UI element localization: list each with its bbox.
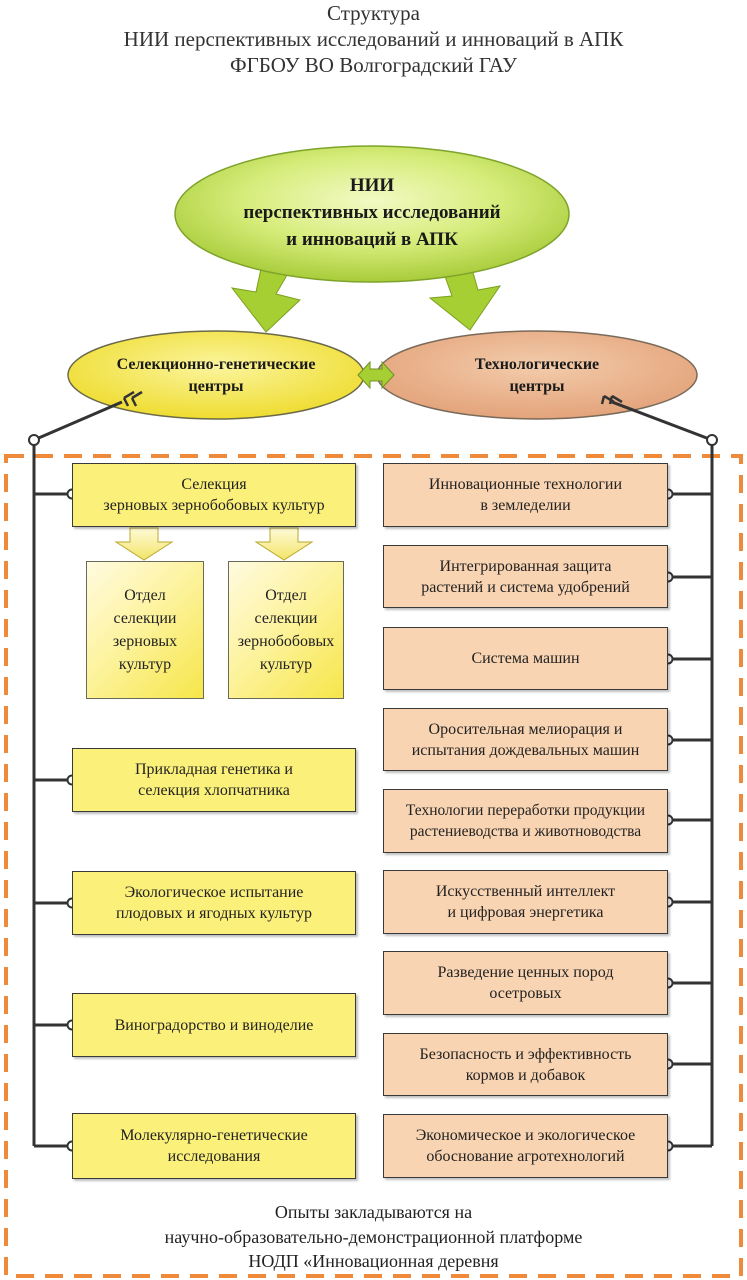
tech-machinery: Система машин bbox=[383, 627, 668, 690]
bidirectional-arrow bbox=[357, 360, 395, 390]
dept-grain-crops: Отдел селекции зерновых культур bbox=[86, 561, 204, 699]
footer-line-3: НОДП «Инновационная деревня bbox=[248, 1251, 499, 1271]
footer-line-1: Опыты закладываются на bbox=[274, 1202, 473, 1222]
right-connector bbox=[611, 400, 713, 442]
right-branches bbox=[662, 488, 712, 1152]
title-line-3: ФГБОУ ВО Волгоградский ГАУ bbox=[230, 53, 517, 77]
platform-dashed-frame bbox=[4, 454, 743, 1278]
main-node-label: НИИ перспективных исследований и инновац… bbox=[243, 175, 501, 250]
arrow-to-dept-2 bbox=[254, 527, 314, 561]
left-branches bbox=[34, 488, 78, 1152]
arrow-to-dept-1 bbox=[114, 527, 174, 561]
title-line-1: Структура bbox=[326, 1, 421, 25]
title-line-2: НИИ перспективных исследований и инновац… bbox=[123, 27, 624, 51]
right-center-label: Технологические центры bbox=[474, 356, 600, 395]
footer-line-2: научно-образовательно-демонстрационной п… bbox=[164, 1227, 583, 1247]
dept-legume-crops: Отдел селекции зернобобовых культур bbox=[228, 561, 344, 699]
unit-viticulture: Виноградорство и виноделие bbox=[72, 993, 356, 1057]
main-node-ellipse bbox=[174, 145, 570, 283]
left-center-label: Селекционно-генетические центры bbox=[116, 356, 316, 395]
left-connector bbox=[33, 400, 123, 442]
